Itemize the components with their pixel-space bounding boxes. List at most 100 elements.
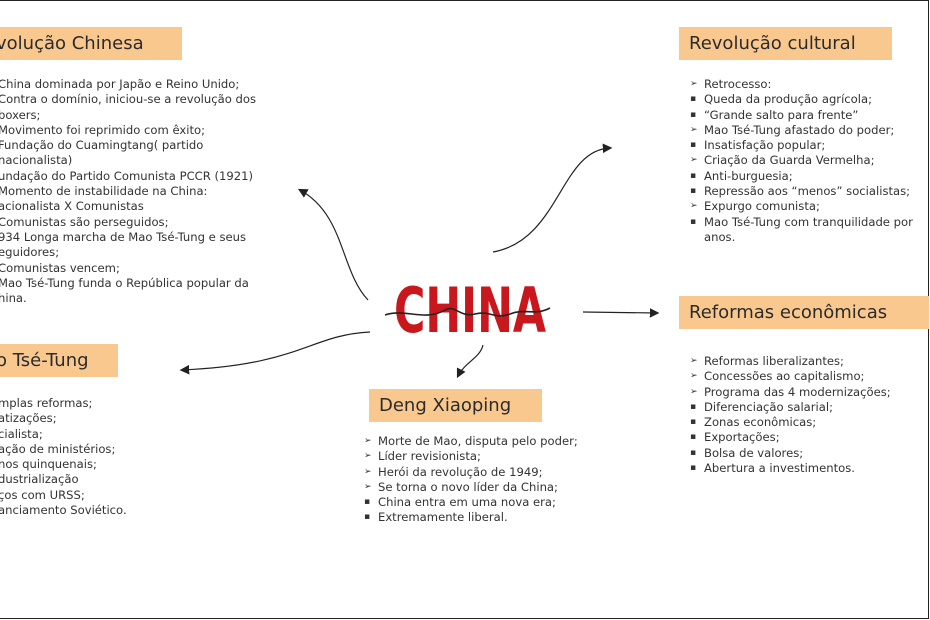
list-item-text: Queda da produção agrícola; bbox=[704, 92, 872, 107]
list-item: ▪ Abertura a investimentos. bbox=[690, 461, 891, 476]
list-item: atizações; bbox=[0, 411, 57, 426]
list-item: ▪ Extremamente liberal. bbox=[364, 510, 578, 525]
square-bullet-icon: ▪ bbox=[690, 109, 697, 120]
list-reformas-economicas: ➢ Reformas liberalizantes; ➢ Concessões ao … bbox=[690, 354, 891, 476]
list-item: ▪Queda da produção agrícola; bbox=[690, 92, 913, 107]
list-item: Comunistas vencem; bbox=[0, 260, 120, 275]
arrow-bullet-icon: ➢ bbox=[690, 371, 698, 382]
list-item-text: Reformas liberalizantes; bbox=[704, 354, 844, 368]
square-bullet-icon: ▪ bbox=[690, 170, 697, 181]
list-item: nacionalista) bbox=[0, 153, 73, 168]
list-item: ▪ Insatisfação popular; bbox=[690, 138, 913, 153]
square-bullet-icon: ▪ bbox=[690, 417, 697, 428]
list-item-text: Expurgo comunista; bbox=[704, 199, 820, 214]
list-item-text: Concessões ao capitalismo; bbox=[704, 369, 865, 384]
square-bullet-icon: ▪ bbox=[690, 447, 697, 458]
list-item: ação de ministérios; bbox=[0, 441, 116, 456]
list-item: cialista; bbox=[0, 426, 43, 441]
square-bullet-icon: ▪ bbox=[364, 512, 371, 523]
list-item: ➢Retrocesso: bbox=[690, 77, 913, 92]
arrow-bullet-icon: ➢ bbox=[690, 155, 698, 166]
list-item-text: Abertura a investimentos. bbox=[704, 461, 855, 476]
header-deng-xiaoping: Deng Xiaoping bbox=[369, 389, 542, 422]
list-item: ços com URSS; bbox=[0, 487, 85, 502]
arrow-bullet-icon: ➢ bbox=[364, 466, 372, 477]
list-item-text: Se torna o novo líder da China; bbox=[378, 479, 558, 494]
list-item-text: anos. bbox=[704, 229, 736, 244]
list-item: Mao Tsé-Tung funda o República popular d… bbox=[0, 275, 249, 290]
list-item-text: Programa das 4 modernizações; bbox=[704, 384, 891, 399]
list-item: ▪ China entra em uma nova era; bbox=[364, 495, 578, 510]
arrow-bullet-icon: ➢ bbox=[364, 481, 372, 492]
list-item-text: Extremamente liberal. bbox=[378, 510, 508, 525]
list-item-text: Herói da revolução de 1949; bbox=[378, 464, 543, 479]
arrow-to-revolucao-chinesa bbox=[297, 188, 369, 301]
list-item: Movimento foi reprimido com êxito; bbox=[0, 122, 206, 137]
china-title: CHINA bbox=[394, 274, 546, 340]
list-item: Fundação do Cuamingtang( partido bbox=[0, 138, 204, 153]
list-item: undação do Partido Comunista PCCR (1921) bbox=[0, 168, 254, 183]
square-bullet-icon: ▪ bbox=[364, 497, 371, 508]
list-item: ➢ Herói da revolução de 1949; bbox=[364, 465, 578, 480]
list-item: China dominada por Japão e Reino Unido; bbox=[0, 77, 240, 91]
list-item: anciamento Soviético. bbox=[0, 503, 127, 518]
list-item: eguidores; bbox=[0, 245, 60, 260]
list-item: ▪ “Grande salto para frente” bbox=[690, 108, 913, 123]
list-item: 934 Longa marcha de Mao Tsé-Tung e seus bbox=[0, 229, 247, 244]
header-reformas-economicas: Reformas econômicas bbox=[679, 296, 929, 329]
arrow-bullet-icon: ➢ bbox=[690, 124, 698, 135]
arrow-bullet-icon: ➢ bbox=[364, 451, 372, 462]
list-item: Momento de instabilidade na China: bbox=[0, 184, 208, 199]
list-item-text: Anti-burguesia; bbox=[704, 168, 793, 183]
list-revolucao-cultural: ➢Retrocesso:▪Queda da produção agrícola;… bbox=[690, 77, 913, 245]
list-item-text: Mao Tsé-Tung afastado do poder; bbox=[704, 122, 895, 137]
list-revolucao-chinesa: China dominada por Japão e Reino Unido;C… bbox=[0, 77, 256, 306]
list-deng-xiaoping: ➢Morte de Mao, disputa pelo poder;➢Líder… bbox=[364, 434, 578, 526]
list-item: ▪Diferenciação salarial; bbox=[690, 400, 891, 415]
list-item: ▪Zonas econômicas; bbox=[690, 415, 891, 430]
list-item: ▪ Exportações; bbox=[690, 430, 891, 445]
square-bullet-icon: ▪ bbox=[690, 140, 697, 151]
list-item: mplas reformas; bbox=[0, 396, 93, 410]
list-item-text: “Grande salto para frente” bbox=[704, 107, 859, 122]
list-item: ➢ Programa das 4 modernizações; bbox=[690, 385, 891, 400]
arrow-bullet-icon: ➢ bbox=[690, 356, 698, 366]
script-overlay-swash bbox=[384, 307, 551, 317]
square-bullet-icon: ▪ bbox=[690, 186, 697, 197]
header-revolucao-cultural: Revolução cultural bbox=[679, 27, 892, 60]
list-item: acionalista X Comunistas bbox=[0, 199, 144, 214]
header-mao-tse-tung: o Tsé-Tung bbox=[0, 344, 118, 377]
arrow-bullet-icon: ➢ bbox=[690, 79, 698, 89]
list-item-text: Bolsa de valores; bbox=[704, 445, 804, 460]
list-item: hina. bbox=[0, 291, 27, 306]
list-item-text: Exportações; bbox=[704, 430, 780, 445]
list-item-text: Mao Tsé-Tung com tranquilidade por bbox=[704, 214, 913, 229]
arrow-bullet-icon: ➢ bbox=[690, 386, 698, 397]
arrow-bullet-icon: ➢ bbox=[690, 201, 698, 212]
list-item: nos quinquenais; bbox=[0, 457, 97, 472]
list-item-text: Morte de Mao, disputa pelo poder; bbox=[378, 434, 578, 448]
arrow-bullet-icon: ➢ bbox=[364, 436, 372, 446]
list-item: ➢ Se torna o novo líder da China; bbox=[364, 480, 578, 495]
list-item: ▪Mao Tsé-Tung com tranquilidade por bbox=[690, 215, 913, 230]
arrow-to-mao bbox=[179, 331, 371, 375]
list-item: ▪ Anti-burguesia; bbox=[690, 169, 913, 184]
list-item: ▪Repressão aos “menos” socialistas; bbox=[690, 184, 913, 199]
arrow-to-revolucao-cultural bbox=[492, 143, 613, 253]
list-item: dustrialização bbox=[0, 472, 79, 487]
list-item-text: Insatisfação popular; bbox=[704, 138, 826, 153]
list-item: ➢ Concessões ao capitalismo; bbox=[690, 369, 891, 384]
list-item: Comunistas são perseguidos; bbox=[0, 214, 169, 229]
list-item: ➢ Reformas liberalizantes; bbox=[690, 354, 891, 369]
list-item: ➢ Morte de Mao, disputa pelo poder; bbox=[364, 434, 578, 449]
list-mao-tse-tung: mplas reformas;atizações;cialista;ação d… bbox=[0, 396, 127, 518]
square-bullet-icon: ▪ bbox=[690, 401, 697, 412]
header-revolucao-chinesa: volução Chinesa bbox=[0, 27, 182, 60]
list-item-text: China entra em uma nova era; bbox=[378, 495, 556, 510]
square-bullet-icon: ▪ bbox=[690, 463, 697, 474]
list-item: Contra o domínio, iniciou-se a revolução… bbox=[0, 92, 256, 107]
list-item-text: Criação da Guarda Vermelha; bbox=[704, 153, 875, 168]
square-bullet-icon: ▪ bbox=[690, 432, 697, 443]
arrow-to-deng bbox=[456, 344, 484, 379]
